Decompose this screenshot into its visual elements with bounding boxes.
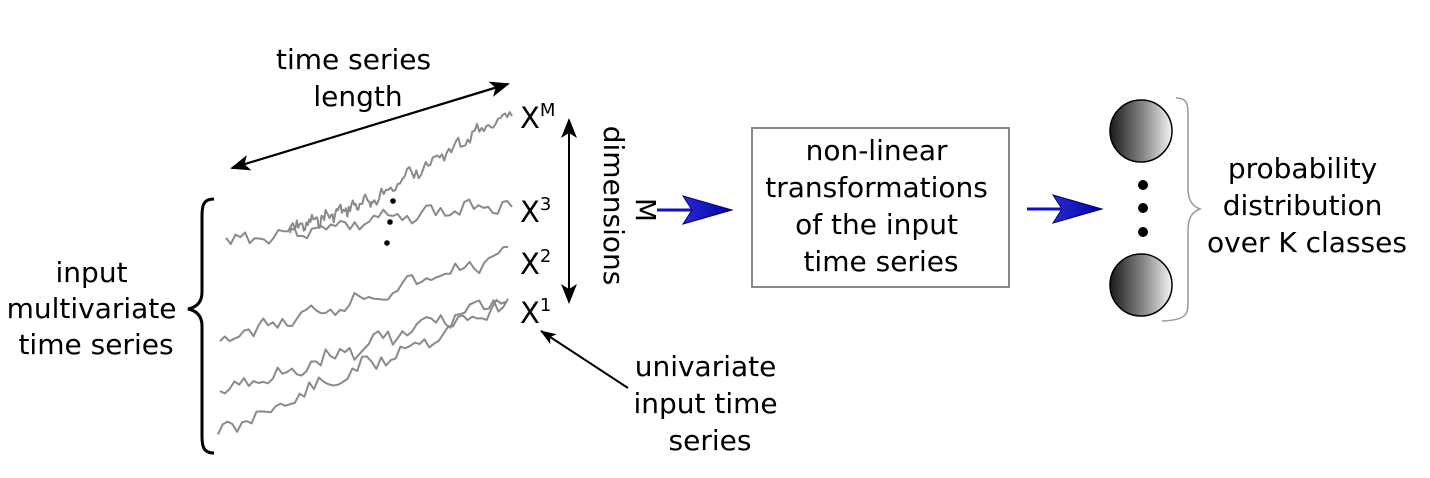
ellipsis-dot — [387, 219, 393, 225]
series-line-m-tail — [371, 111, 513, 206]
series-label-x2: X2 — [520, 246, 551, 281]
output-label: probability distribution over K classes — [1207, 152, 1407, 259]
series-line-2 — [219, 245, 509, 343]
ellipsis-dot — [390, 198, 396, 204]
univariate-arrow — [540, 330, 629, 389]
output-ellipsis-dot — [1138, 180, 1148, 190]
input-label: input multivariate time series — [7, 256, 186, 361]
series-line-3 — [225, 198, 513, 245]
ellipsis-dot — [384, 240, 390, 246]
flow-arrow-icon — [1027, 194, 1104, 224]
transform-label: non-linear transformations of the input … — [765, 134, 997, 278]
length-label: time series length — [276, 43, 440, 113]
series-label-xm: XM — [520, 100, 555, 135]
input-brace — [187, 197, 215, 455]
series-label-x3: X3 — [520, 194, 551, 229]
output-ellipsis-dot — [1138, 203, 1148, 213]
dimensions-label: dimensions M — [597, 126, 662, 295]
output-ellipsis-dot — [1138, 227, 1148, 237]
series-label-x1: X1 — [520, 295, 551, 330]
series-line-1b — [217, 299, 507, 435]
series-line-1 — [219, 298, 509, 395]
output-neuron-top — [1109, 99, 1173, 163]
output-neuron-bottom — [1109, 253, 1173, 317]
length-arrow-back — [231, 81, 510, 169]
transform-box — [751, 127, 1010, 288]
series-line-m-mid — [289, 193, 373, 234]
univariate-label: univariate input time series — [633, 350, 786, 457]
output-brace — [1161, 97, 1203, 322]
flow-arrow-icon — [657, 195, 734, 225]
series-lines — [217, 111, 513, 435]
